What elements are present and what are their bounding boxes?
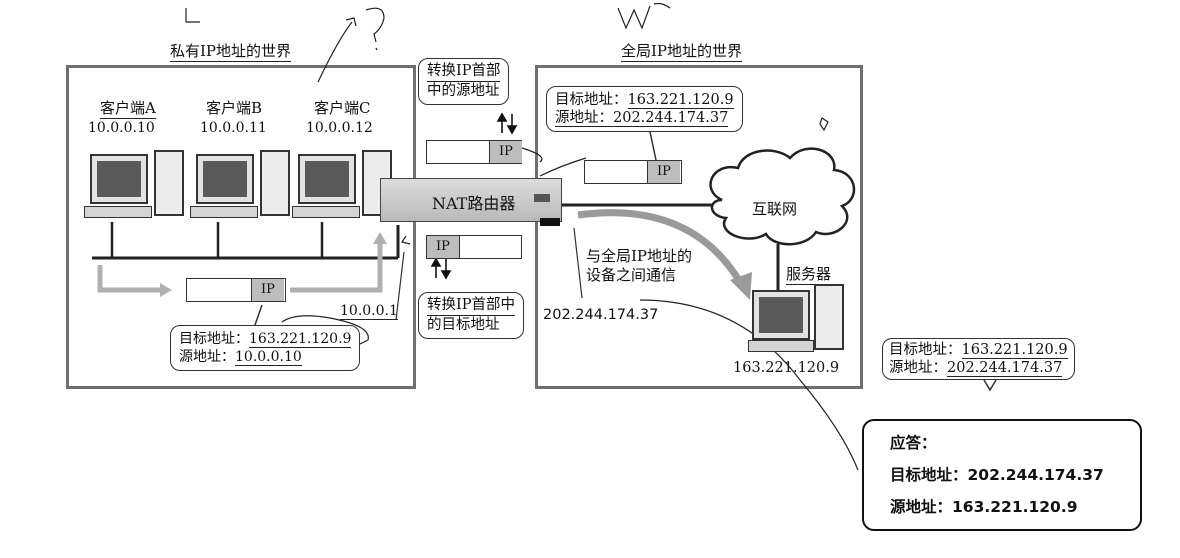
private-dst-label: 目标地址：	[179, 331, 249, 347]
translate-dst-arrows	[430, 257, 452, 280]
client-c-ip: 10.0.0.12	[306, 120, 373, 136]
nat-router-icon: NAT路由器	[380, 178, 564, 226]
reply-annotation-box: 应答： 目标地址：202.244.174.37 源地址：163.221.120.…	[862, 419, 1142, 531]
client-a-computer-icon	[84, 150, 188, 222]
internet-label: 互联网	[752, 200, 798, 218]
nat-router-label: NAT路由器	[432, 194, 516, 213]
server-ip: 163.221.120.9	[733, 360, 840, 376]
nat-incoming-packet: IP	[426, 235, 522, 259]
client-a-ip: 10.0.0.10	[88, 120, 155, 136]
translate-src-note: 转换IP首部 中的源地址	[418, 58, 510, 105]
reply-title: 应答：	[890, 434, 937, 452]
client-c-computer-icon	[292, 150, 396, 222]
server-address-callout: 目标地址：163.221.120.9 源地址：202.244.174.37	[882, 338, 1075, 380]
private-src-label: 源地址：	[179, 349, 235, 365]
global-address-callout: 目标地址：163.221.120.9 源地址：202.244.174.37	[546, 86, 743, 132]
translate-dst-note: 转换IP首部中 的目标地址	[418, 292, 524, 339]
reply-src-line: 源地址：163.221.120.9	[890, 498, 1078, 516]
nat-outgoing-packet: IP	[426, 140, 522, 164]
client-c-name: 客户端C	[314, 99, 371, 117]
server-label: 服务器	[786, 265, 832, 285]
private-dst-value: 163.221.120.9	[249, 331, 352, 348]
server-computer-icon	[748, 284, 844, 356]
global-world-title: 全局IP地址的世界	[621, 42, 743, 62]
router-global-ip: 202.244.174.37	[543, 307, 659, 323]
private-packet-ip-field: IP	[251, 279, 284, 301]
global-flow-arrow	[577, 209, 743, 284]
private-ip-packet: IP	[186, 278, 286, 302]
private-flow-arrow	[97, 265, 160, 293]
private-address-callout: 目标地址：163.221.120.9 源地址：10.0.0.10	[170, 325, 361, 371]
client-b-computer-icon	[190, 150, 294, 222]
client-b-name: 客户端B	[206, 99, 263, 117]
client-b-ip: 10.0.0.11	[200, 120, 267, 136]
translate-src-arrows	[496, 112, 518, 135]
private-world-title: 私有IP地址的世界	[170, 42, 292, 62]
internet-cloud	[709, 147, 856, 246]
global-ip-packet: IP	[584, 160, 682, 184]
global-comm-note: 与全局IP地址的 设备之间通信	[586, 247, 693, 284]
reply-dst-line: 目标地址：202.244.174.37	[890, 466, 1104, 484]
private-src-value: 10.0.0.10	[235, 349, 302, 366]
gateway-ip: 10.0.0.1	[340, 303, 398, 320]
client-a-name: 客户端A	[100, 99, 156, 119]
